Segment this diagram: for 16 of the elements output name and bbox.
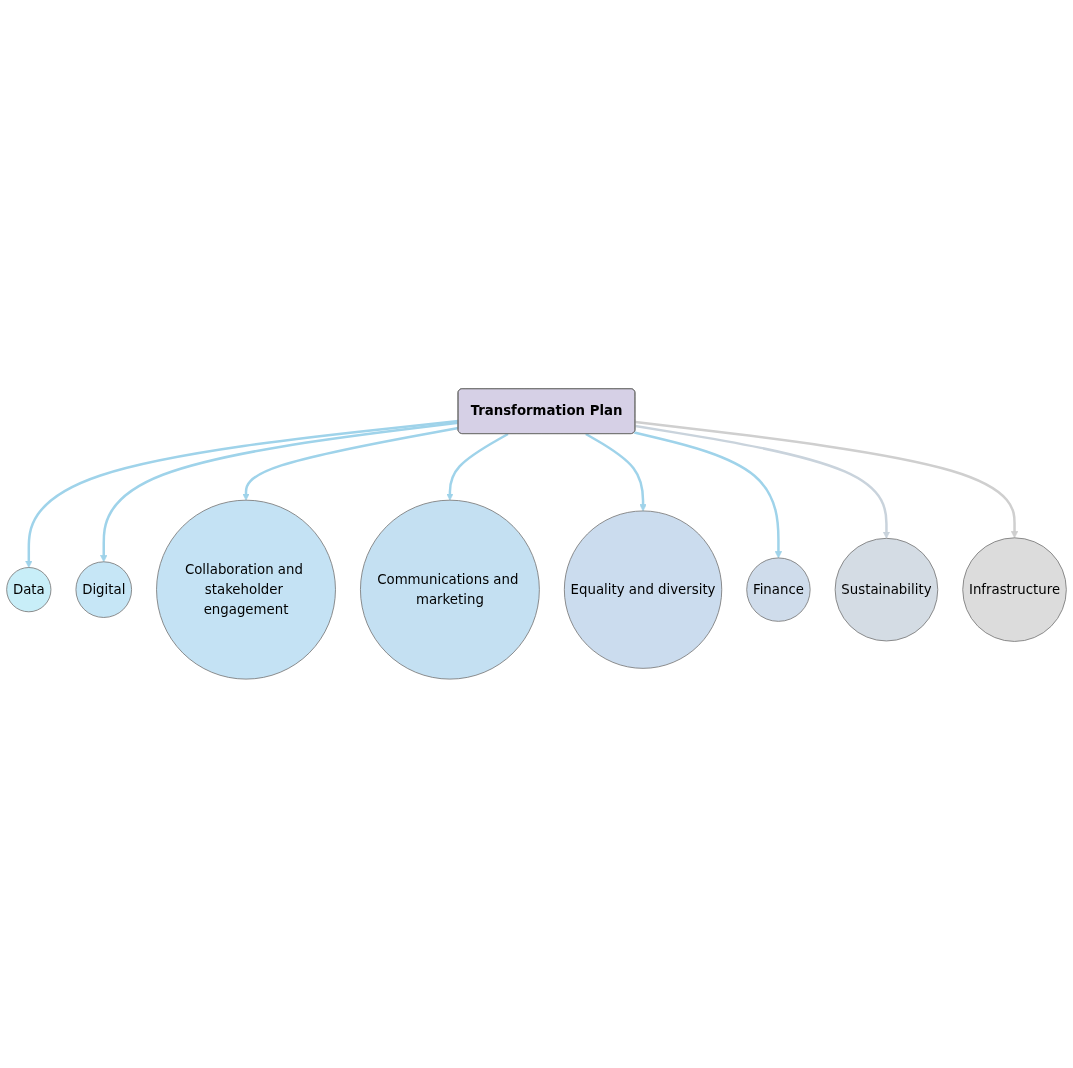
arrow bbox=[25, 419, 459, 568]
node-circle: Sustainability bbox=[834, 538, 939, 642]
arrow bbox=[585, 433, 647, 512]
node-circle: Infrastructure bbox=[962, 537, 1067, 642]
arrow bbox=[100, 421, 459, 563]
node-circle: Digital bbox=[75, 561, 132, 618]
node-circle: Equality and diversity bbox=[563, 510, 723, 669]
arrow bbox=[635, 420, 1019, 539]
node-circle: Finance bbox=[746, 557, 811, 622]
arrow bbox=[446, 433, 509, 501]
node-circle: Data bbox=[6, 567, 52, 613]
node-circle: Communications and marketing bbox=[360, 499, 540, 680]
arrow bbox=[635, 424, 891, 539]
arrow bbox=[634, 431, 783, 559]
node-circle: Collaboration and stakeholder engagement bbox=[156, 499, 336, 680]
arrow bbox=[242, 426, 459, 501]
